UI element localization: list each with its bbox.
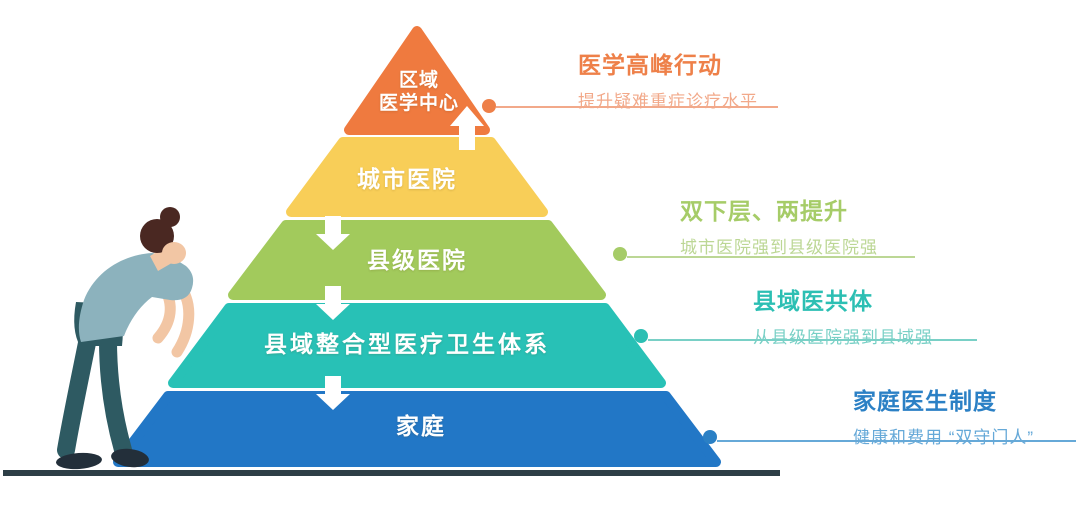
pyramid [113,26,721,467]
pyramid-level-1-label-line2: 医学中心 [378,93,460,114]
person-front-leg [99,331,132,459]
annotation-subtitle: 从县级医院强到县域强 [753,328,933,347]
person-hair [140,219,174,253]
person-hair-bun [160,207,180,227]
pyramid-level-3-shape [228,220,606,300]
annotation-double-sink: 双下层、两提升 城市医院强到县级医院强 [680,192,878,258]
person-shoe [56,452,102,470]
pyramid-level-5-label: 家庭 [396,413,446,439]
annotation-county-consortium: 县域医共体 从县级医院强到县域强 [753,282,933,348]
annotation-title: 县域医共体 [753,288,873,314]
arrow-down-icon [316,286,350,320]
annotation-title: 医学高峰行动 [578,52,722,78]
connector-dot-4 [703,430,717,444]
arrow-down-icon [316,376,350,410]
connectors [482,99,1076,444]
pyramid-level-4-shape [168,303,666,388]
person-figure [56,207,195,470]
pyramid-level-1-shape [344,26,490,135]
pyramid-level-3-label: 县级医院 [367,247,467,273]
annotation-title: 双下层、两提升 [680,198,848,224]
pyramid-level-1-label: 区域 医学中心 [379,69,459,115]
flow-arrows [316,106,484,410]
person-shoe [111,448,149,468]
person-back-leg [57,329,97,459]
annotation-title: 家庭医生制度 [853,388,997,414]
connector-dot-3 [634,329,648,343]
annotation-subtitle: 健康和费用 “双守门人” [853,428,1035,447]
pyramid-level-2-shape [286,137,548,217]
person-face [162,242,186,264]
pyramid-level-2-label: 城市医院 [357,166,457,192]
arrow-up-icon [450,106,484,150]
connector-dot-1 [482,99,496,113]
annotation-subtitle: 城市医院强到县级医院强 [680,238,878,257]
person-torso [78,253,194,342]
arrow-down-icon [316,216,350,250]
annotation-medical-peak: 医学高峰行动 提升疑难重症诊疗水平 [578,46,758,112]
annotation-family-doctor: 家庭医生制度 健康和费用 “双守门人” [853,382,1034,448]
annotation-subtitle: 提升疑难重症诊疗水平 [578,92,758,111]
connector-dot-2 [613,247,627,261]
pyramid-level-5-shape [113,391,721,467]
pyramid-level-1-label-line1: 区域 [398,70,440,91]
pyramid-level-4-label: 县域整合型医疗卫生体系 [264,331,550,357]
